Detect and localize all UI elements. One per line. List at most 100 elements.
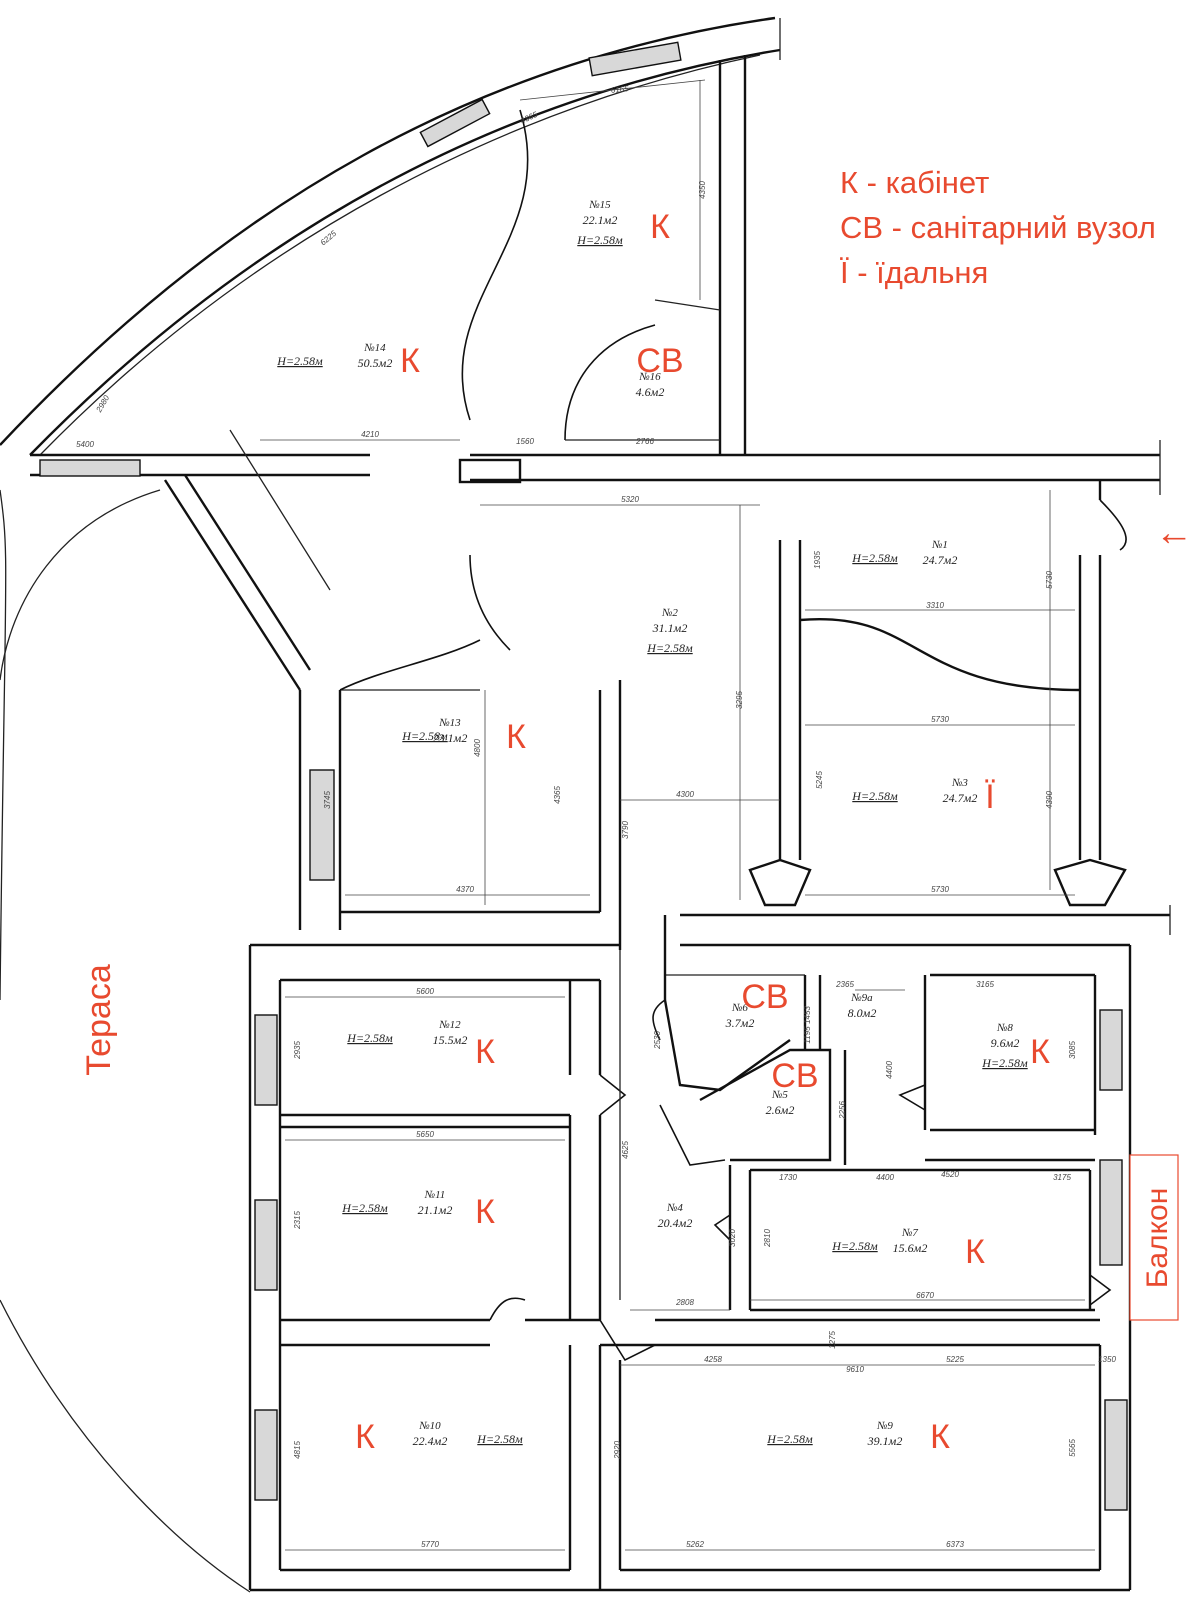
room-type-tag: К bbox=[965, 1233, 985, 1271]
room-height: H=2.58м bbox=[576, 233, 623, 247]
terrace-label: Тераса bbox=[80, 964, 118, 1076]
room-height: H=2.58м bbox=[346, 1031, 393, 1045]
room-number: №14 bbox=[363, 342, 386, 354]
diag-wall-partition bbox=[229, 429, 331, 591]
legend: К - кабінет СВ - санітарний вузол Ї - їд… bbox=[840, 160, 1156, 295]
room-area: 24.7м2 bbox=[943, 791, 978, 805]
dimension-label: 5600 bbox=[416, 987, 434, 996]
dimension-label: 5730 bbox=[931, 715, 949, 724]
room-type-tag: К bbox=[475, 1033, 495, 1071]
curved-facade-inner bbox=[29, 48, 781, 456]
dimension-label: 4350 bbox=[698, 181, 707, 199]
dimension-label: 1350 bbox=[1098, 1355, 1116, 1364]
room-type-tag: К bbox=[400, 342, 420, 380]
dimension-label: 5262 bbox=[686, 1540, 704, 1549]
dimension-label: 4365 bbox=[553, 786, 562, 804]
dimension-label: 4390 bbox=[1045, 791, 1054, 809]
room-type-tag: К bbox=[475, 1193, 495, 1231]
legend-dining: Ї - їдальня bbox=[840, 255, 989, 290]
column-3-left bbox=[748, 858, 812, 907]
entrance-arrow-icon: ← bbox=[1155, 512, 1193, 554]
curved-facade-innermost bbox=[39, 54, 761, 456]
window-14-top bbox=[419, 98, 491, 148]
dimension-label: 1453 bbox=[803, 1006, 812, 1024]
room-number: №6 bbox=[731, 1002, 748, 1014]
room-number: №1 bbox=[931, 539, 948, 551]
dimension-label: 6670 bbox=[916, 1291, 934, 1300]
room-height: H=2.58м bbox=[476, 1432, 523, 1446]
terrace-outline bbox=[0, 489, 7, 1001]
dimension-label: 5320 bbox=[621, 495, 639, 504]
wall-1-3-curved bbox=[799, 617, 1081, 692]
dimension-label: 2256 bbox=[838, 1101, 847, 1120]
room-height: H=2.58м bbox=[401, 729, 448, 743]
dimension-label: 2315 bbox=[293, 1211, 302, 1230]
dimension-label: 6165 bbox=[610, 84, 629, 95]
room-number: №11 bbox=[424, 1189, 446, 1201]
dimension-label: 4370 bbox=[456, 885, 474, 894]
window-15-top bbox=[588, 41, 682, 77]
dimension-label: 4800 bbox=[473, 739, 482, 757]
dimension-label: 9610 bbox=[846, 1365, 864, 1374]
room-area: 39.1м2 bbox=[867, 1434, 903, 1448]
dimension-label: 3175 bbox=[1053, 1173, 1071, 1182]
dimension-label: 5565 bbox=[1068, 1439, 1077, 1457]
balcony-label-box bbox=[1129, 1154, 1179, 1321]
room-height: H=2.58м bbox=[851, 551, 898, 565]
door-16-arc bbox=[564, 324, 656, 441]
dimension-label: 3295 bbox=[735, 691, 744, 709]
dimension-label: 5225 bbox=[946, 1355, 964, 1364]
room-height: H=2.58м bbox=[981, 1056, 1028, 1070]
door-13-arc bbox=[339, 639, 481, 691]
entrance-door bbox=[1099, 499, 1127, 551]
room-number: №10 bbox=[418, 1420, 441, 1432]
dimension-label: 2766 bbox=[635, 437, 654, 446]
room-number: №8 bbox=[996, 1022, 1013, 1034]
room-height: H=2.58м bbox=[341, 1201, 388, 1215]
room-height: H=2.58м bbox=[646, 641, 693, 655]
room-number: №12 bbox=[438, 1019, 461, 1031]
room-9a: №9а 8.0м2 bbox=[848, 992, 877, 1020]
dimension-label: 3790 bbox=[621, 821, 630, 839]
curved-facade-outer bbox=[0, 16, 776, 446]
column-3-right bbox=[1053, 858, 1127, 907]
room-number: №16 bbox=[638, 371, 661, 383]
door-balcony bbox=[1089, 1274, 1112, 1306]
window-7 bbox=[1099, 1159, 1123, 1266]
room-area: 3.7м2 bbox=[725, 1016, 755, 1030]
wall-column bbox=[458, 458, 522, 484]
room-height: H=2.58м bbox=[831, 1239, 878, 1253]
window-8 bbox=[1099, 1009, 1123, 1091]
room-type-tag: СВ bbox=[741, 978, 788, 1016]
room-area: 9.6м2 bbox=[991, 1036, 1020, 1050]
door-9 bbox=[599, 1319, 656, 1362]
dimension-label: 5650 bbox=[416, 1130, 434, 1139]
dimension-label: 4365 bbox=[519, 110, 539, 126]
room-area: 8.0м2 bbox=[848, 1006, 877, 1020]
room-number: №13 bbox=[438, 717, 461, 729]
terrace-arc-top bbox=[0, 489, 161, 681]
room-height: H=2.58м bbox=[276, 354, 323, 368]
wall-16-top bbox=[654, 299, 721, 311]
dimension-label: 3745 bbox=[323, 791, 332, 809]
wall-6-bottom bbox=[663, 999, 791, 1092]
dimension-label: 2530 bbox=[653, 1031, 662, 1050]
door-5 bbox=[659, 1104, 726, 1166]
room-number: №9а bbox=[850, 992, 873, 1004]
window-10 bbox=[254, 1409, 278, 1501]
dimension-label: 2935 bbox=[293, 1041, 302, 1060]
balcony-label: Балкон bbox=[1141, 1188, 1174, 1289]
room-number: №7 bbox=[901, 1227, 918, 1239]
dimension-label: 4258 bbox=[704, 1355, 722, 1364]
room-height: H=2.58м bbox=[851, 789, 898, 803]
